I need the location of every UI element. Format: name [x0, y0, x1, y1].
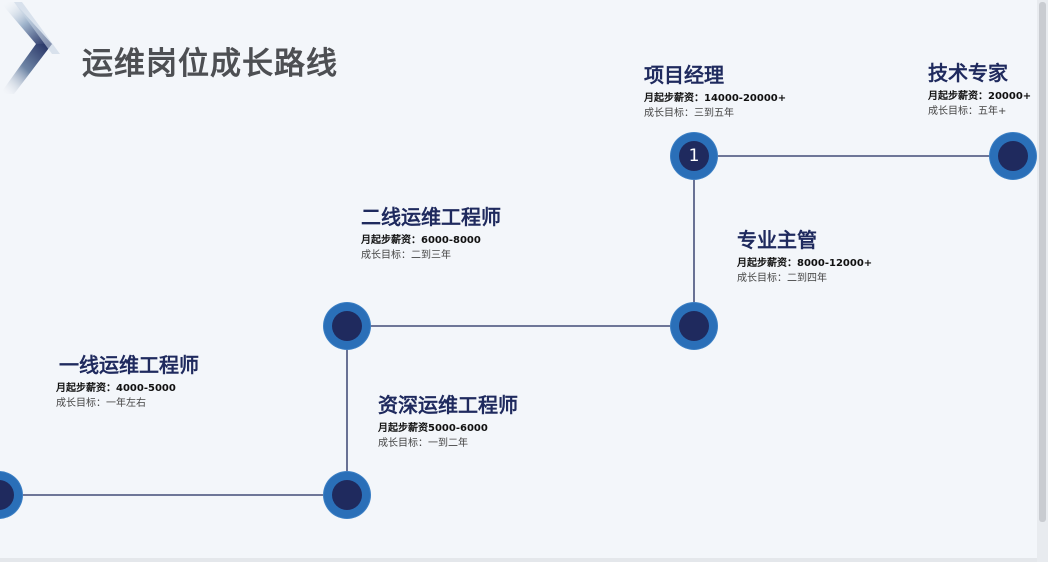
- step-card-1: 一线运维工程师 月起步薪资：4000-5000 成长目标：一年左右: [56, 352, 199, 411]
- page-title: 运维岗位成长路线: [82, 46, 338, 82]
- path-node: [324, 303, 370, 349]
- salary-text: 月起步薪资5000-6000: [378, 423, 488, 434]
- step-card-4: 专业主管 月起步薪资：8000-12000+ 成长目标：二到四年: [737, 227, 872, 286]
- path-node: [324, 472, 370, 518]
- chevron-arrow-icon: [0, 2, 60, 94]
- step-card-6: 技术专家 月起步薪资：20000+ 成长目标：五年+: [928, 60, 1031, 119]
- goal-text: 成长目标：三到五年: [644, 108, 734, 119]
- salary-text: 月起步薪资：20000+: [928, 91, 1032, 102]
- role-title: 二线运维工程师: [361, 205, 501, 229]
- node-number: 1: [679, 141, 709, 171]
- path-node: [671, 303, 717, 349]
- salary-text: 月起步薪资：14000-20000+: [644, 93, 787, 104]
- path-node: 1: [671, 133, 717, 179]
- goal-text: 成长目标：二到三年: [361, 250, 451, 261]
- role-title: 技术专家: [928, 61, 1008, 85]
- path-node: [990, 133, 1036, 179]
- step-card-2: 资深运维工程师 月起步薪资5000-6000 成长目标：一到二年: [378, 392, 518, 451]
- role-title: 一线运维工程师: [59, 353, 199, 377]
- salary-text: 月起步薪资：6000-8000: [361, 235, 481, 246]
- vertical-scrollbar[interactable]: [1037, 0, 1048, 562]
- goal-text: 成长目标：二到四年: [737, 273, 827, 284]
- step-card-3: 二线运维工程师 月起步薪资：6000-8000 成长目标：二到三年: [361, 204, 501, 263]
- goal-text: 成长目标：一年左右: [56, 398, 146, 409]
- path-node: [0, 472, 22, 518]
- scrollbar-thumb[interactable]: [1039, 2, 1046, 522]
- step-card-5: 项目经理 月起步薪资：14000-20000+ 成长目标：三到五年: [644, 62, 786, 121]
- goal-text: 成长目标：一到二年: [378, 438, 468, 449]
- role-title: 项目经理: [644, 63, 724, 87]
- bottom-edge: [0, 558, 1037, 562]
- goal-text: 成长目标：五年+: [928, 106, 1007, 117]
- salary-text: 月起步薪资：4000-5000: [56, 383, 176, 394]
- salary-text: 月起步薪资：8000-12000+: [737, 258, 873, 269]
- role-title: 专业主管: [737, 228, 817, 252]
- role-title: 资深运维工程师: [378, 393, 518, 417]
